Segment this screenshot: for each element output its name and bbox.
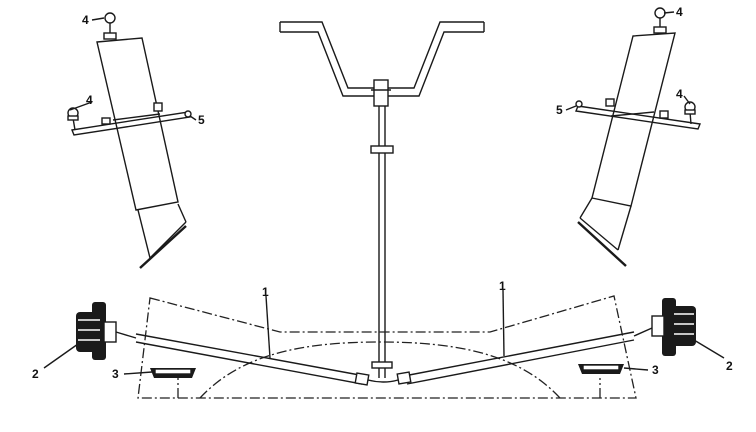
label-pad-right: 3 [652, 363, 659, 377]
left-end-fitting [76, 302, 137, 360]
tie-rods [135, 331, 635, 386]
label-pad-left: 3 [112, 367, 119, 381]
label-knob-right-top: 4 [676, 5, 683, 19]
label-pin-left: 5 [198, 113, 205, 127]
right-end-fitting [633, 298, 696, 356]
right-pad [578, 364, 624, 374]
label-rod-right: 1 [499, 279, 506, 293]
callout-labels: 1 1 2 2 3 3 4 4 4 4 5 5 [32, 5, 733, 381]
right-shock-assembly [575, 7, 701, 267]
label-pin-right: 5 [556, 103, 563, 117]
label-end-left: 2 [32, 367, 39, 381]
handlebar [279, 21, 485, 107]
steering-column [370, 106, 394, 378]
label-rod-left: 1 [262, 285, 269, 299]
label-knob-left-flange: 4 [86, 93, 93, 107]
leader-lines [43, 11, 725, 375]
label-knob-left-top: 4 [82, 13, 89, 27]
label-knob-right-flange: 4 [676, 87, 683, 101]
label-end-right: 2 [726, 359, 733, 373]
left-shock-assembly [67, 12, 192, 269]
lower-frame [137, 295, 637, 399]
left-pad [150, 368, 196, 378]
